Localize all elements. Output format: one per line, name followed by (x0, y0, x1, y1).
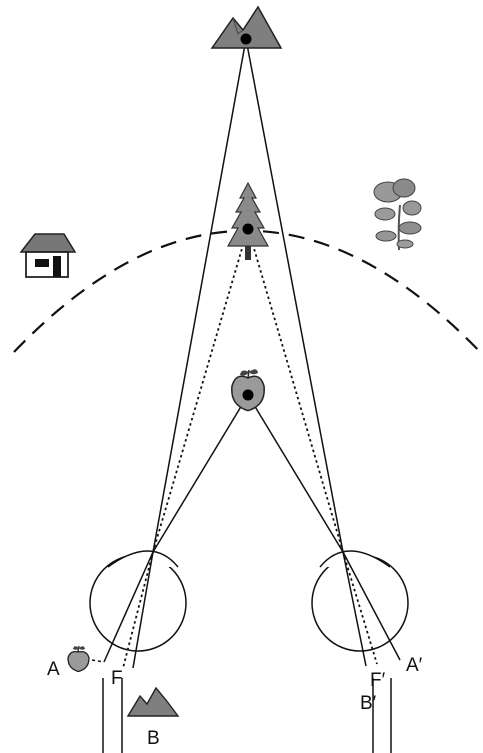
apple-rays (103, 394, 401, 663)
apple-image-icon (67, 645, 90, 673)
fixation-rays (122, 227, 378, 669)
house-icon (19, 233, 77, 278)
right-eye (311, 550, 409, 652)
right-optic-nerve (372, 678, 392, 753)
apple-icon (231, 369, 265, 412)
mountain-icon (210, 5, 283, 49)
tree-icon (226, 181, 270, 260)
label-a: A (47, 659, 60, 680)
mountain-image-icon (126, 686, 180, 717)
label-f-prime: F′ (370, 670, 386, 691)
left-optic-nerve (102, 678, 123, 753)
mountain-rays (132, 38, 367, 669)
label-b: B (147, 728, 160, 749)
apple-image-leader (91, 659, 105, 663)
label-a-prime: A′ (406, 655, 423, 676)
left-eye (89, 550, 187, 652)
label-f: F (111, 668, 123, 689)
label-b-prime: B′ (360, 693, 377, 714)
flower-icon (373, 178, 422, 251)
